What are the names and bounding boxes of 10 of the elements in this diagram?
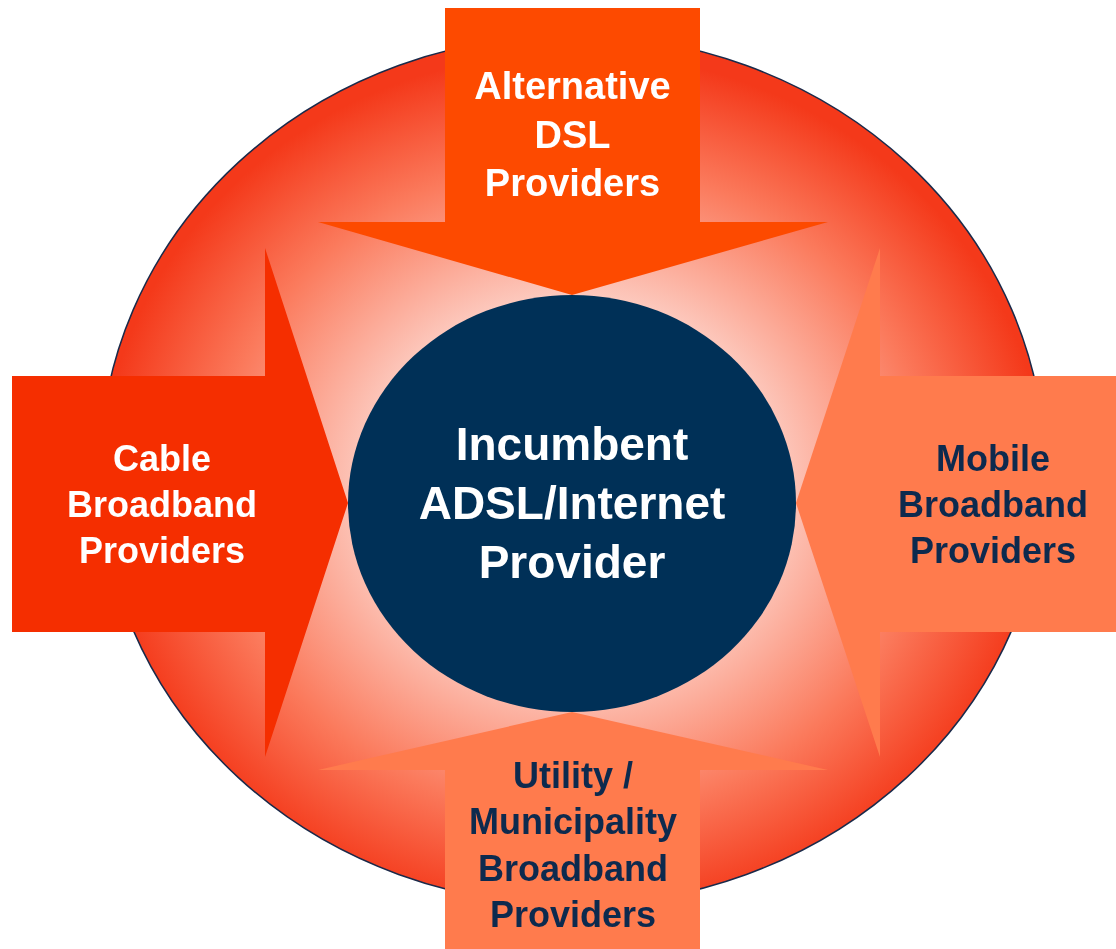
node-label: Alternative DSL Providers	[473, 64, 672, 207]
block-arrow	[796, 248, 1116, 757]
node-label: Cable Broadband Providers	[66, 436, 258, 574]
block-arrow	[318, 8, 828, 295]
node-label: Utility / Municipality Broadband Providers	[468, 754, 678, 937]
block-arrow	[318, 712, 828, 949]
block-arrow	[12, 248, 348, 757]
node-label: Mobile Broadband Providers	[897, 436, 1089, 574]
center-ellipse	[348, 295, 796, 712]
node-label: Incumbent ADSL/Internet Provider	[417, 417, 727, 590]
